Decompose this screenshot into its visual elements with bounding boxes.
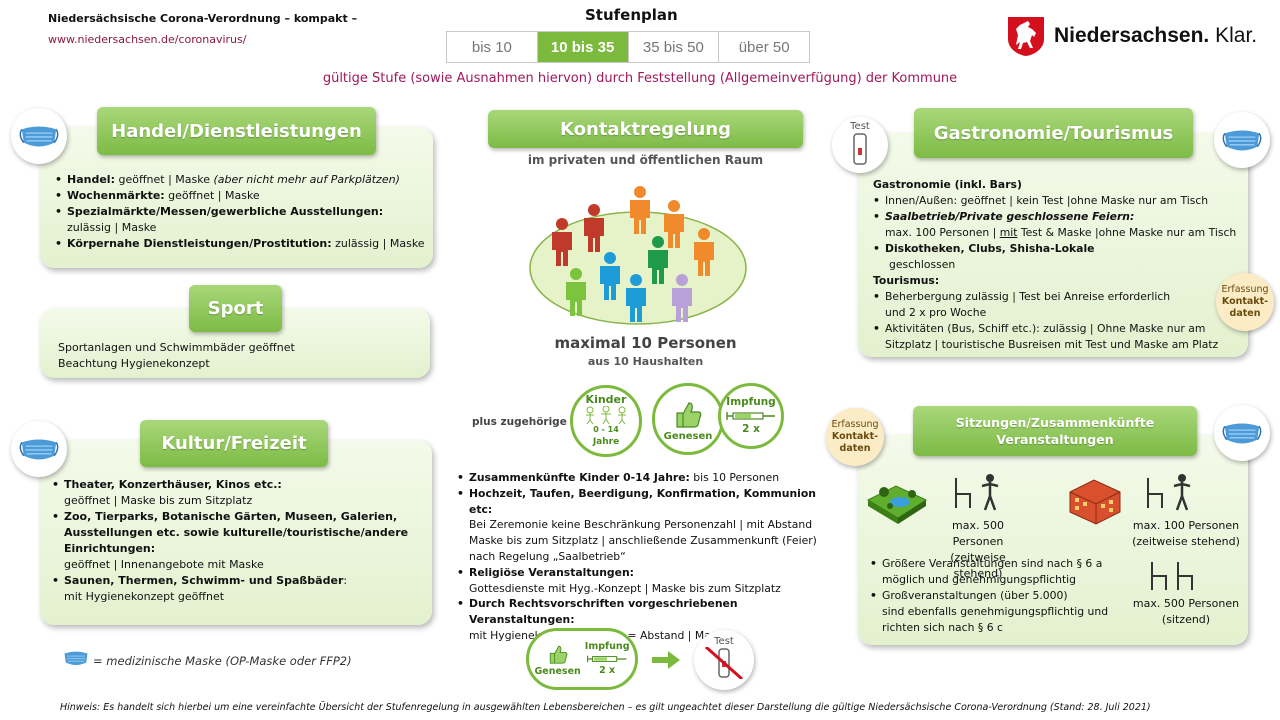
step-ueber-50: über 50 bbox=[738, 38, 790, 56]
kontakt-text: Zusammenkünfte Kinder 0-14 Jahre: bis 10… bbox=[457, 470, 822, 644]
chair-person-icon-2 bbox=[1147, 474, 1191, 511]
person-figure bbox=[694, 228, 714, 276]
kinder-circle: Kinder 0 - 14 Jahre bbox=[570, 385, 642, 457]
person-figure bbox=[630, 186, 650, 234]
mask-legend-text: = medizinische Maske (OP-Maske oder FFP2… bbox=[93, 654, 352, 668]
erfassung-kontaktdaten-gastro: Erfassung Kontakt- daten bbox=[1216, 273, 1274, 331]
children-icon bbox=[586, 406, 626, 424]
chair-person-icon-1 bbox=[955, 474, 999, 511]
kontakt-title: Kontaktregelung bbox=[488, 110, 803, 148]
step-bis-10: bis 10 bbox=[447, 32, 538, 62]
kultur-text: Theater, Konzerthäuser, Kinos etc.: geöf… bbox=[52, 477, 422, 605]
kontakt-max-sub: aus 10 Haushalten bbox=[587, 355, 704, 368]
person-figure bbox=[626, 274, 646, 322]
source-url[interactable]: www.niedersachsen.de/coronavirus/ bbox=[48, 33, 247, 46]
person-figure bbox=[672, 274, 692, 322]
step-10-bis-35: 10 bis 35 bbox=[537, 32, 629, 62]
mask-icon-sitzungen bbox=[1214, 405, 1270, 461]
arrow-right-icon bbox=[652, 651, 680, 669]
sitzungen-title: Sitzungen/Zusammenkünfte Veranstaltungen bbox=[913, 406, 1197, 456]
syringe-icon-small bbox=[587, 655, 627, 663]
erfassung-kontaktdaten-sitzungen: Erfassung Kontakt- daten bbox=[826, 408, 884, 466]
person-figure bbox=[648, 236, 668, 284]
person-figure bbox=[552, 218, 572, 266]
sport-title: Sport bbox=[189, 285, 282, 332]
mask-icon-gastro bbox=[1214, 112, 1270, 168]
syringe-icon bbox=[726, 412, 775, 420]
gastro-title: Gastronomie/Tourismus bbox=[914, 108, 1193, 158]
bottom-genesen-impfung-circle: Genesen Impfung 2 x bbox=[526, 628, 638, 690]
document-title: Niedersächsische Corona-Verordnung – kom… bbox=[48, 12, 358, 25]
sport-text: Sportanlagen und Schwimmbäder geöffnet B… bbox=[58, 341, 295, 370]
person-figure bbox=[600, 252, 620, 300]
person-figure bbox=[584, 204, 604, 252]
people-group-illustration bbox=[529, 186, 747, 325]
stufenplan-title: Stufenplan bbox=[585, 6, 678, 24]
kontakt-subtitle: im privaten und öffentlichen Raum bbox=[527, 153, 764, 167]
cap-500-sitzend: max. 500 Personen(sitzend) bbox=[1132, 597, 1240, 626]
outdoor-venue-icon bbox=[866, 485, 928, 524]
thumbs-up-icon-small bbox=[549, 645, 568, 664]
step-35-bis-50: 35 bis 50 bbox=[629, 32, 720, 62]
logo-text-bold: Niedersachsen. bbox=[1054, 24, 1210, 47]
stufe-subline: gültige Stufe (sowie Ausnahmen hiervon) … bbox=[322, 71, 958, 86]
sitzungen-text: Größere Veranstaltungen sind nach § 6 a … bbox=[870, 556, 1120, 636]
impfung-circle: Impfung 2 x bbox=[718, 383, 784, 449]
mask-icon-handel bbox=[11, 108, 67, 164]
kontakt-max: maximal 10 Personen bbox=[554, 334, 737, 352]
kultur-panel bbox=[40, 440, 432, 625]
building-icon bbox=[1069, 479, 1121, 525]
niedersachsen-logo: Niedersachsen. Klar. bbox=[1006, 15, 1257, 57]
kultur-title: Kultur/Freizeit bbox=[140, 420, 328, 467]
cap-100-stehend: max. 100 Personen(zeitweise stehend) bbox=[1132, 519, 1240, 548]
plus-zugehoerige: plus zugehörige bbox=[472, 416, 567, 428]
footer-hinweis: Hinweis: Es handelt sich hierbei um eine… bbox=[60, 702, 1151, 713]
chairs-icon bbox=[1151, 562, 1193, 590]
mask-legend-icon bbox=[64, 651, 88, 665]
test-kit-icon: Test bbox=[832, 117, 888, 173]
handel-text: Handel: geöffnet | Maske (aber nicht meh… bbox=[55, 172, 430, 252]
no-test-icon: Test bbox=[694, 630, 754, 690]
stufenplan-steps: bis 10 10 bis 35 35 bis 50 über 50 bbox=[446, 31, 810, 63]
person-figure bbox=[664, 200, 684, 248]
genesen-circle: Genesen bbox=[652, 383, 724, 455]
handel-title: Handel/Dienstleistungen bbox=[97, 107, 376, 155]
person-figure bbox=[566, 268, 586, 316]
gastro-text: Gastronomie (inkl. Bars) Innen/Außen: ge… bbox=[873, 177, 1245, 353]
mask-icon-kultur bbox=[11, 421, 67, 477]
thumbs-up-icon bbox=[676, 401, 702, 428]
sitzungen-panel bbox=[858, 435, 1248, 645]
logo-text-light: Klar. bbox=[1215, 24, 1258, 47]
horse-logo-icon bbox=[1008, 17, 1044, 56]
